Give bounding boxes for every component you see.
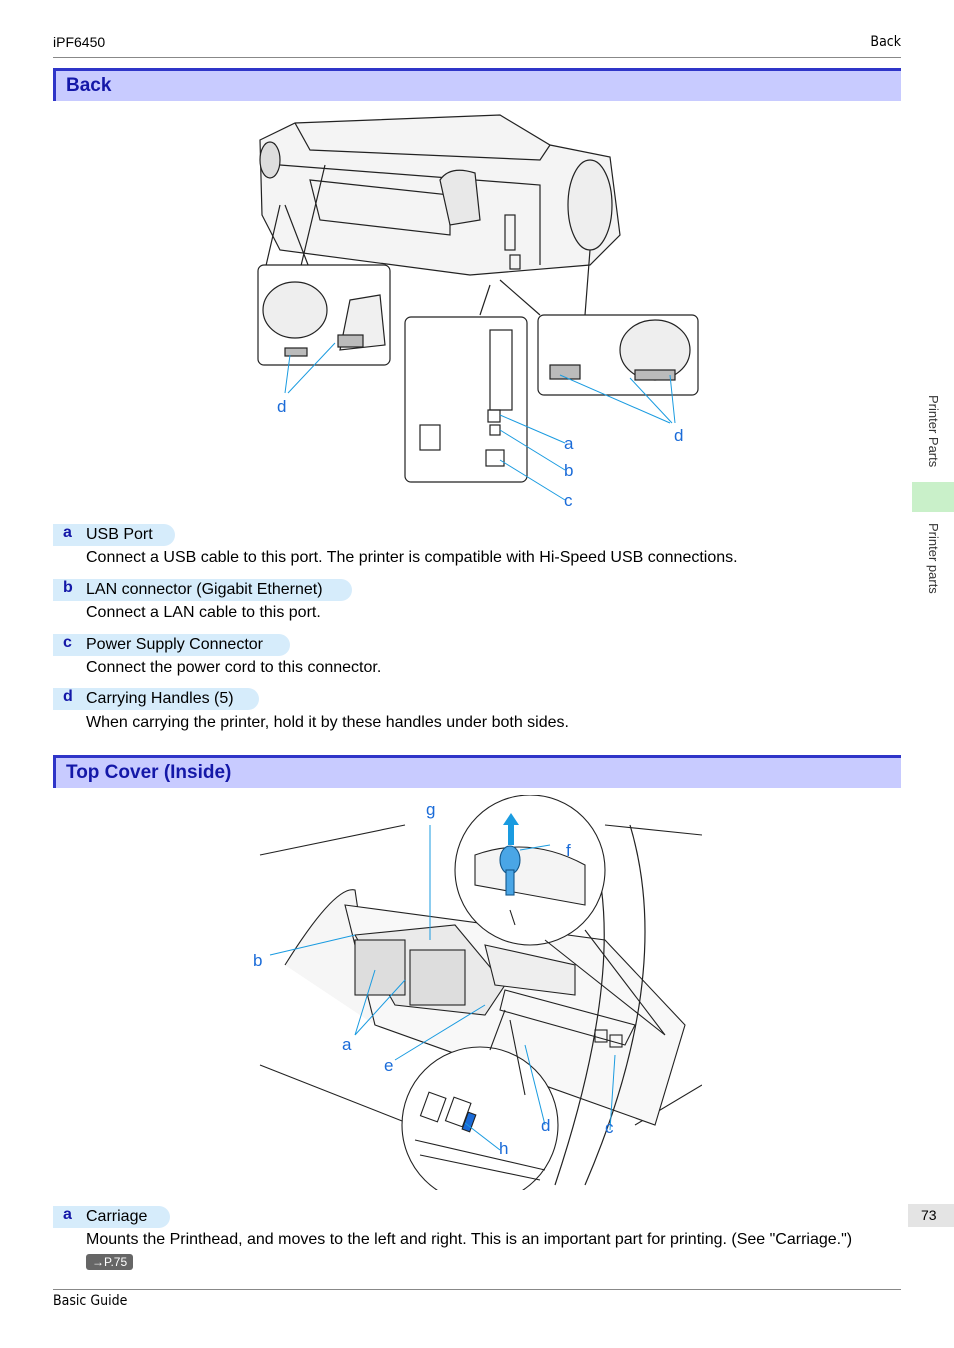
callout-d-right: d [674,426,684,445]
section-title-back: Back [53,68,901,101]
callout-c: c [564,491,573,510]
footer-text: Basic Guide [53,1293,128,1309]
callout-g: g [426,800,436,819]
footer-divider [53,1289,901,1290]
callout-a: a [564,434,574,453]
side-tab-printer-parts-sub[interactable]: Printer parts [926,523,941,594]
callout-b-top: b [253,951,263,970]
callout-f: f [566,841,571,860]
callout-b: b [564,461,574,480]
printer-back-illustration [250,105,702,515]
header-divider [53,57,901,58]
callout-a-top: a [342,1035,352,1054]
top-cover-illustration [255,795,702,1190]
side-tab-active-marker [912,482,954,512]
page-number-tab: 73 [908,1204,954,1227]
item-d-desc: When carrying the printer, hold it by th… [86,714,569,731]
item-a-desc: Connect a USB cable to this port. The pr… [86,549,738,566]
section-title-top-cover: Top Cover (Inside) [53,755,901,788]
side-tab-printer-parts[interactable]: Printer Parts [926,395,941,468]
callout-d-left: d [277,397,287,416]
callout-d-top: d [541,1116,551,1135]
item-carriage-desc: Mounts the Printhead, and moves to the l… [86,1231,853,1248]
item-b-desc: Connect a LAN cable to this port. [86,604,321,621]
header-section: Back [870,34,901,50]
callout-e: e [384,1056,394,1075]
page-reference-link[interactable]: →P.75 [86,1254,134,1270]
page-number: 73 [921,1207,937,1223]
callout-h: h [499,1139,509,1158]
item-c-desc: Connect the power cord to this connector… [86,659,382,676]
header-model: iPF6450 [53,34,106,50]
callout-c-top: c [605,1118,614,1137]
